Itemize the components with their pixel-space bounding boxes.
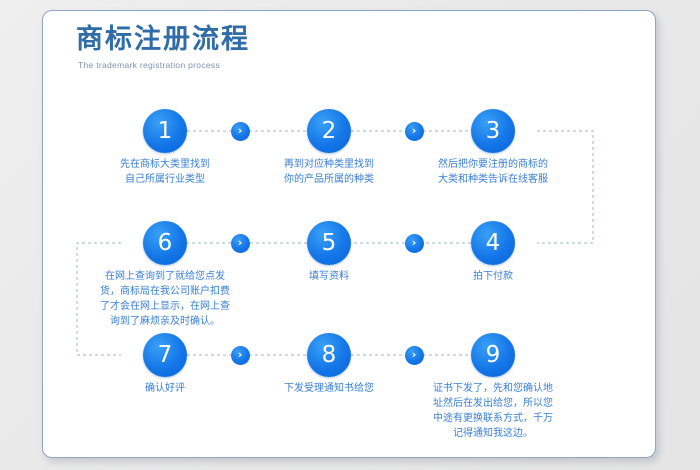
step-caption-9: 证书下发了，先和您确认地 址然后在发出给您，所以您 中途有更换联系方式，千万 记…: [433, 383, 553, 439]
chevron-right-icon-2: ›: [404, 121, 424, 141]
step-caption-5: 填写资料: [309, 271, 349, 282]
flowchart-card: 商标注册流程 The trademark registration proces…: [42, 10, 656, 458]
step-caption-4: 拍下付款: [473, 271, 513, 282]
step-number-5: 5: [307, 221, 351, 265]
step-caption-6: 在网上查询到了就给您点发 货，商标局在我公司账户扣费 了才会在网上显示，在网上查…: [100, 271, 230, 327]
connector-lines: [76, 130, 594, 356]
page-title: 商标注册流程: [76, 24, 250, 55]
page-subtitle: The trademark registration process: [78, 60, 221, 70]
connector-3-4-wrap: [537, 130, 594, 244]
step-number-7: 7: [143, 333, 187, 377]
step-number-4: 4: [471, 221, 515, 265]
step-number-2: 2: [307, 109, 351, 153]
step-caption-1: 先在商标大类里找到 自己所属行业类型: [120, 159, 210, 185]
step-number-3: 3: [471, 109, 515, 153]
flow-diagram: 1 先在商标大类里找到 自己所属行业类型 › 2 再到对应种类里找到 你的产品所…: [43, 11, 655, 457]
chevron-right-icon-3: ›: [404, 233, 424, 253]
chevron-right-icon-4: ›: [230, 233, 250, 253]
chevron-right-icon-5: ›: [230, 345, 250, 365]
page-title-block: 商标注册流程 The trademark registration proces…: [76, 23, 250, 70]
chevron-right-icon-1: ›: [230, 121, 250, 141]
chevron-right-icon-6: ›: [404, 345, 424, 365]
step-number-1: 1: [143, 109, 187, 153]
step-caption-2: 再到对应种类里找到 你的产品所属的种类: [284, 159, 374, 185]
step-caption-8: 下发受理通知书给您: [284, 383, 374, 394]
step-number-6: 6: [143, 221, 187, 265]
step-caption-3: 然后把你要注册的商标的 大类和种类告诉在线客服: [438, 159, 548, 185]
step-number-8: 8: [307, 333, 351, 377]
step-number-9: 9: [471, 333, 515, 377]
step-caption-7: 确认好评: [145, 383, 185, 394]
